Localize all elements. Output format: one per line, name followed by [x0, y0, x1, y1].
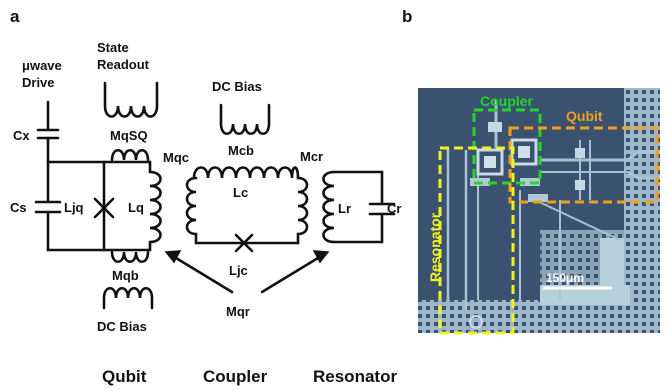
qubit-bottom-coil	[110, 250, 150, 264]
cx-label: Cx	[13, 128, 30, 143]
state-readout-label-line2: Readout	[97, 57, 150, 72]
qubit-dc-bias-coil	[102, 286, 154, 310]
coupler-top-coil	[192, 166, 300, 180]
ground-grid-bottom	[418, 300, 660, 333]
resonator-tag: Resonator	[427, 212, 443, 282]
panel-b: b	[402, 7, 660, 335]
state-readout-label-line1: State	[97, 40, 129, 55]
junction-ljc	[234, 233, 254, 253]
panel-a-letter: a	[10, 7, 20, 26]
coupler-dc-bias-coil	[219, 103, 271, 136]
dc-bias-bottom-label: DC Bias	[97, 319, 147, 334]
qubit-tag: Qubit	[566, 108, 603, 124]
qubit-circuit	[34, 148, 162, 264]
qubit-highlight-box	[508, 126, 659, 204]
junction-ljq	[93, 197, 115, 219]
cr-label: Cr	[387, 201, 401, 216]
scale-bar-label: 150μm	[546, 271, 584, 285]
mqb-label: Mqb	[112, 268, 139, 283]
coupler-left-coil	[185, 176, 198, 245]
ljc-label: Ljc	[229, 263, 248, 278]
readout-squid-coil	[103, 81, 159, 118]
uwave-drive-label-line2: Drive	[22, 75, 55, 90]
resonator-highlight-box	[438, 146, 515, 335]
qubit-top-coil	[110, 148, 150, 162]
inductor-lq	[102, 160, 162, 252]
capacitor-cs	[34, 200, 62, 214]
mqc-label: Mqc	[163, 150, 189, 165]
transmission-lines	[446, 100, 660, 310]
cs-label: Cs	[10, 200, 27, 215]
panel-a: a μwave Drive Cx	[10, 7, 401, 386]
dc-bias-top-label: DC Bias	[212, 79, 262, 94]
resonator-circuit	[322, 170, 396, 244]
coupler-title: Coupler	[203, 367, 268, 386]
mqr-arrows	[164, 250, 330, 294]
lr-label: Lr	[338, 201, 351, 216]
mcb-label: Mcb	[228, 143, 254, 158]
mqsq-label: MqSQ	[110, 128, 148, 143]
inductor-lr	[322, 170, 336, 244]
ljq-label: Ljq	[64, 200, 84, 215]
metal-pad-right	[600, 238, 624, 300]
micrograph: Coupler Qubit Resonator 150μm	[418, 88, 660, 335]
qubit-title: Qubit	[102, 367, 147, 386]
lc-label: Lc	[233, 185, 248, 200]
coupler-right-coil	[296, 176, 309, 245]
mqr-label: Mqr	[226, 304, 250, 319]
coupler-tag: Coupler	[480, 93, 533, 109]
uwave-drive-label-line1: μwave	[22, 58, 62, 73]
panel-b-letter: b	[402, 7, 412, 26]
coupler-circuit	[185, 166, 309, 253]
resonator-title: Resonator	[313, 367, 397, 386]
lq-label: Lq	[128, 200, 144, 215]
mcr-label: Mcr	[300, 149, 323, 164]
capacitor-cr	[368, 202, 396, 216]
